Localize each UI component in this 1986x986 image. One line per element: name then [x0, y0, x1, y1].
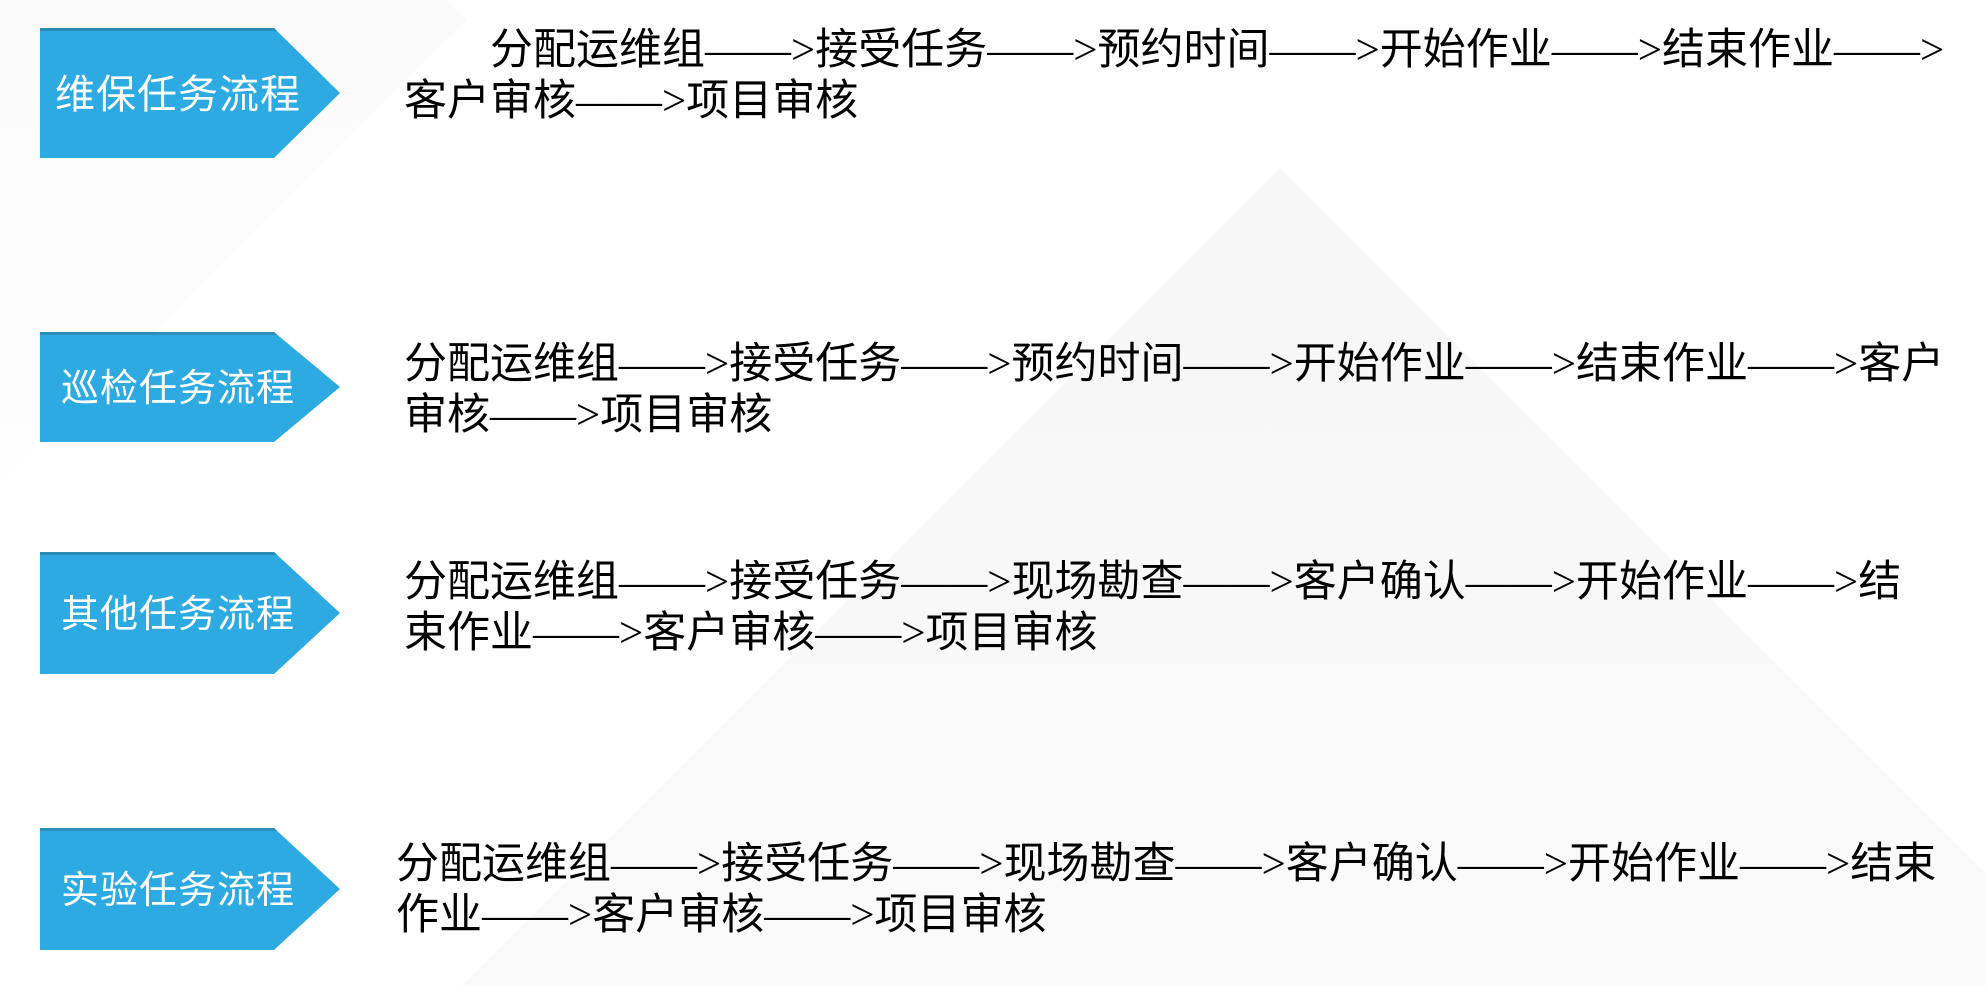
flow-steps-text: 分配运维组——>接受任务——>预约时间——>开始作业——>结束作业——>客户审核… — [404, 27, 1945, 125]
flow-label-chevron-experiment[interactable]: 实验任务流程 — [40, 828, 340, 950]
flow-steps-text: 分配运维组——>接受任务——>现场勘查——>客户确认——>开始作业——>结束作业… — [396, 841, 1937, 939]
flow-label-text: 维保任务流程 — [55, 71, 301, 117]
flow-steps-text: 分配运维组——>接受任务——>预约时间——>开始作业——>结束作业——>客户审核… — [404, 341, 1945, 439]
flow-label-chevron-maintenance[interactable]: 维保任务流程 — [40, 28, 340, 158]
flow-label-text: 实验任务流程 — [60, 869, 295, 912]
flow-label-text: 其他任务流程 — [60, 593, 295, 636]
flow-label-chevron-other[interactable]: 其他任务流程 — [40, 552, 340, 674]
flow-steps-text: 分配运维组——>接受任务——>现场勘查——>客户确认——>开始作业——>结束作业… — [404, 559, 1902, 657]
flow-label-text: 巡检任务流程 — [60, 367, 295, 410]
flow-label-chevron-inspection[interactable]: 巡检任务流程 — [40, 332, 340, 442]
